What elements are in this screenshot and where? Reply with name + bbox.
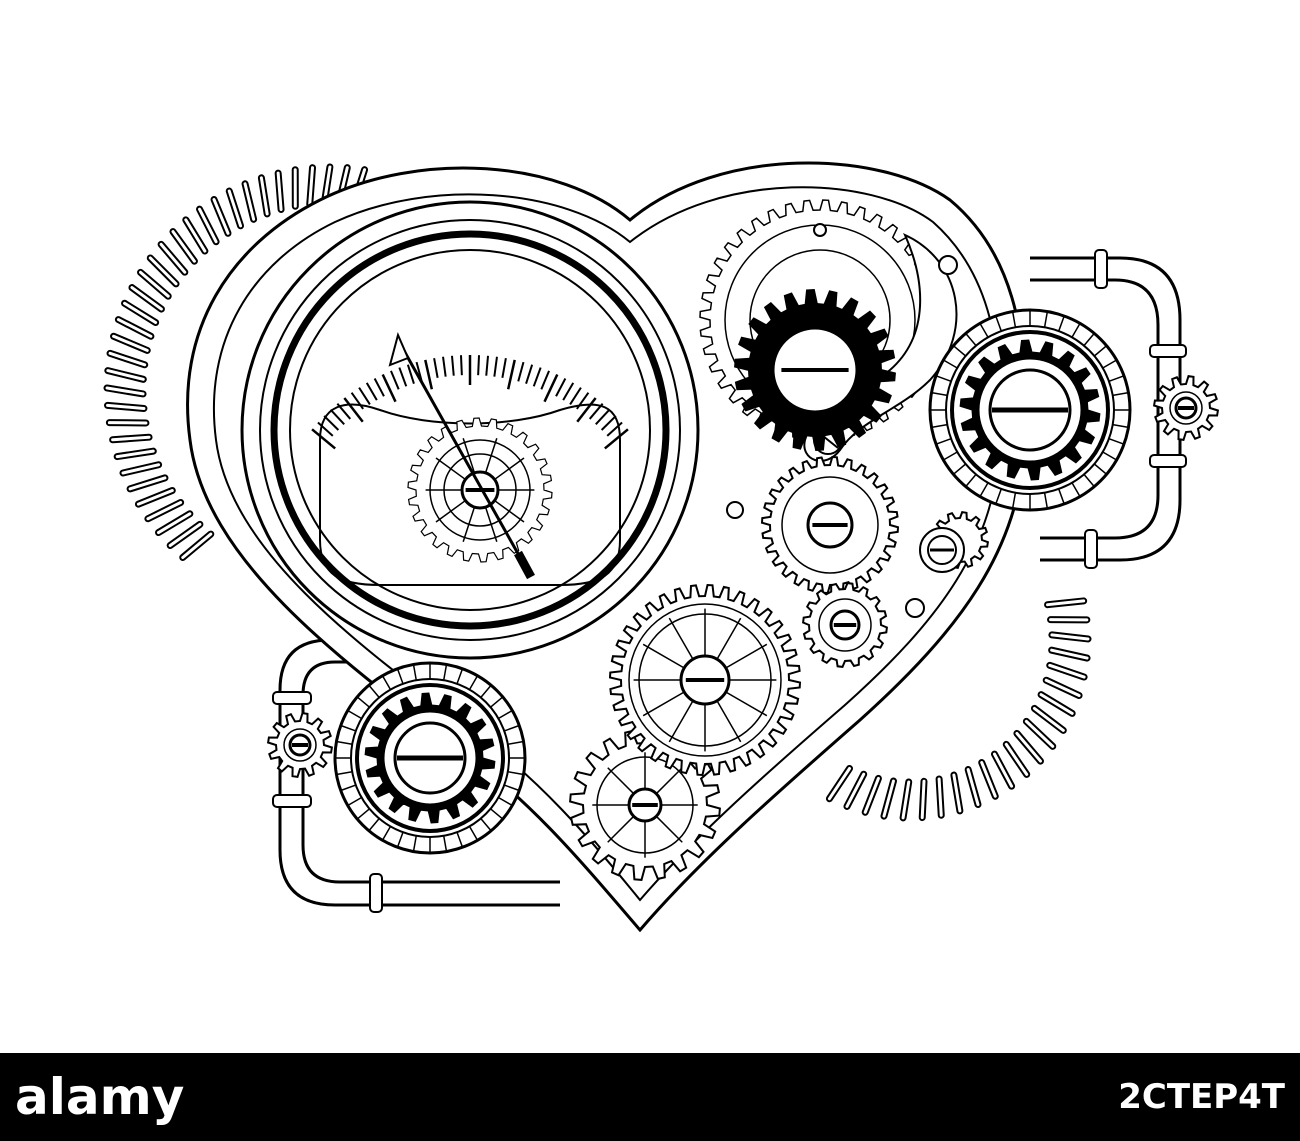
- right-coil-spring: [825, 597, 1092, 822]
- mechanical-heart-icon: [103, 161, 1220, 933]
- porthole-gear-icon: [928, 308, 1132, 512]
- image-id-label: 2CTEP4T: [1118, 1077, 1285, 1117]
- pipe-gear-icon: [266, 711, 334, 779]
- spoked-gear-icon: [608, 583, 802, 777]
- gauge-scale: [311, 355, 629, 450]
- heart-mechanism: [569, 199, 990, 881]
- black-gear-icon: [734, 288, 896, 452]
- lower-gear-icon: [802, 582, 888, 668]
- pipe-gear-icon: [1152, 374, 1220, 442]
- gauge-gear-icon: [407, 417, 553, 563]
- brand-wordmark: alamy: [15, 1068, 185, 1126]
- screw-icon: [682, 223, 965, 618]
- left-coil-spring: [103, 163, 369, 561]
- watermark-bar: [0, 1053, 1300, 1141]
- middle-gear-icon: [760, 455, 900, 595]
- pressure-gauge-icon: [240, 200, 700, 660]
- porthole-gear-icon: [333, 661, 527, 855]
